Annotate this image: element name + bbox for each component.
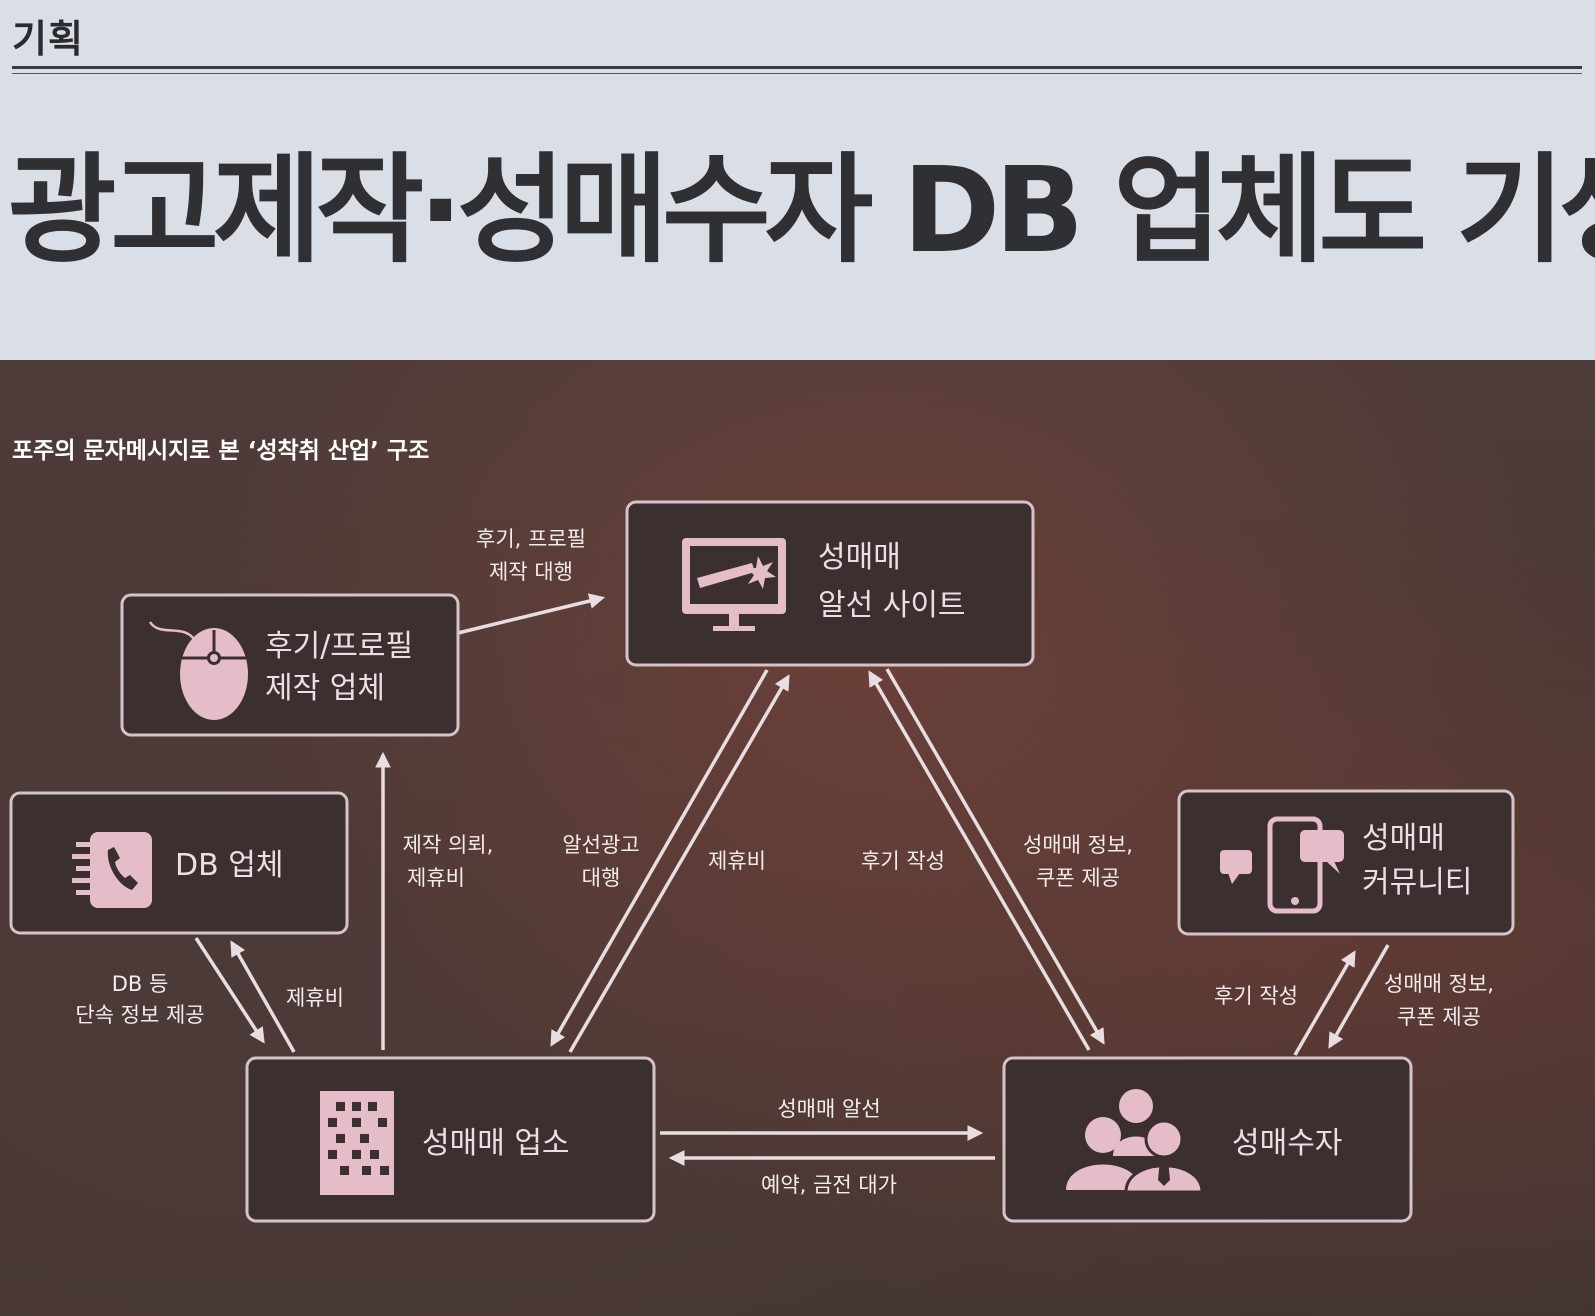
edge-business-to-site: 제휴비 bbox=[708, 849, 766, 873]
edge-site-to-buyer-1: 성매매 정보, bbox=[1023, 833, 1133, 857]
arrow-buyer-to-community bbox=[1293, 950, 1356, 1056]
headline: 광고제작·성매수자 DB 업체도 기생 bbox=[8, 141, 1595, 279]
arrow-community-to-buyer bbox=[1328, 944, 1390, 1049]
edge-site-to-business-1: 알선광고 bbox=[562, 833, 639, 857]
node-review-maker bbox=[120, 593, 460, 737]
arrow-site-to-business bbox=[550, 669, 769, 1047]
node-buyer bbox=[1002, 1056, 1413, 1223]
edge-community-to-buyer-1: 성매매 정보, bbox=[1384, 972, 1494, 996]
community-label-1: 성매매 bbox=[1362, 821, 1445, 856]
edge-site-to-buyer-2: 쿠폰 제공 bbox=[1036, 866, 1120, 890]
edge-buyer-to-site: 후기 작성 bbox=[861, 849, 945, 873]
edge-review-to-site-1: 후기, 프로필 bbox=[476, 527, 586, 551]
arrow-review-to-site bbox=[457, 593, 606, 635]
building-icon bbox=[320, 1091, 394, 1195]
header-area: 기획 광고제작·성매수자 DB 업체도 기생 bbox=[0, 0, 1595, 360]
site-label-2: 알선 사이트 bbox=[818, 588, 966, 623]
edge-review-to-site-2: 제작 대행 bbox=[489, 560, 573, 584]
buyer-label: 성매수자 bbox=[1232, 1126, 1342, 1161]
review-maker-label-1: 후기/프로필 bbox=[265, 629, 413, 664]
phone-book-icon bbox=[72, 832, 152, 908]
diagram-title: 포주의 문자메시지로 본 ‘성착취 산업’ 구조 bbox=[12, 438, 429, 464]
edge-buyer-to-community: 후기 작성 bbox=[1214, 984, 1298, 1008]
arrow-business-to-site bbox=[568, 674, 790, 1053]
edge-site-to-business-2: 대행 bbox=[582, 866, 621, 890]
node-community bbox=[1177, 789, 1515, 936]
edge-business-to-buyer: 성매매 알선 bbox=[777, 1097, 880, 1121]
edge-business-to-review-1: 제작 의뢰, bbox=[403, 833, 494, 857]
people-icon bbox=[1066, 1089, 1204, 1194]
arrow-site-to-buyer bbox=[885, 668, 1105, 1045]
edge-business-to-review-2: 제휴비 bbox=[407, 866, 465, 890]
arrow-business-to-db bbox=[230, 940, 296, 1053]
section-tag: 기획 bbox=[12, 17, 84, 61]
business-label: 성매매 업소 bbox=[422, 1126, 570, 1161]
arrow-buyer-to-site bbox=[868, 670, 1091, 1051]
header-rule bbox=[12, 66, 1582, 69]
arrows bbox=[194, 593, 1390, 1166]
edge-db-to-business-1: DB 등 bbox=[112, 972, 169, 996]
edge-db-to-business-2: 단속 정보 제공 bbox=[75, 1003, 204, 1027]
db-label: DB 업체 bbox=[175, 848, 283, 883]
review-maker-label-2: 제작 업체 bbox=[265, 671, 385, 706]
edge-business-to-db: 제휴비 bbox=[286, 986, 344, 1010]
monitor-icon bbox=[682, 538, 786, 631]
header-rule-thin bbox=[12, 73, 1582, 74]
diagram-panel: 포주의 문자메시지로 본 ‘성착취 산업’ 구조 bbox=[0, 360, 1595, 1316]
edge-community-to-buyer-2: 쿠폰 제공 bbox=[1397, 1005, 1481, 1029]
edge-buyer-to-business: 예약, 금전 대가 bbox=[761, 1173, 897, 1197]
mouse-icon bbox=[148, 621, 248, 720]
arrow-db-to-business bbox=[194, 937, 265, 1044]
site-label-1: 성매매 bbox=[818, 540, 901, 575]
smartphone-chat-icon bbox=[1220, 816, 1344, 914]
community-label-2: 커뮤니티 bbox=[1362, 865, 1472, 900]
diagram: 포주의 문자메시지로 본 ‘성착취 산업’ 구조 bbox=[9, 438, 1515, 1223]
